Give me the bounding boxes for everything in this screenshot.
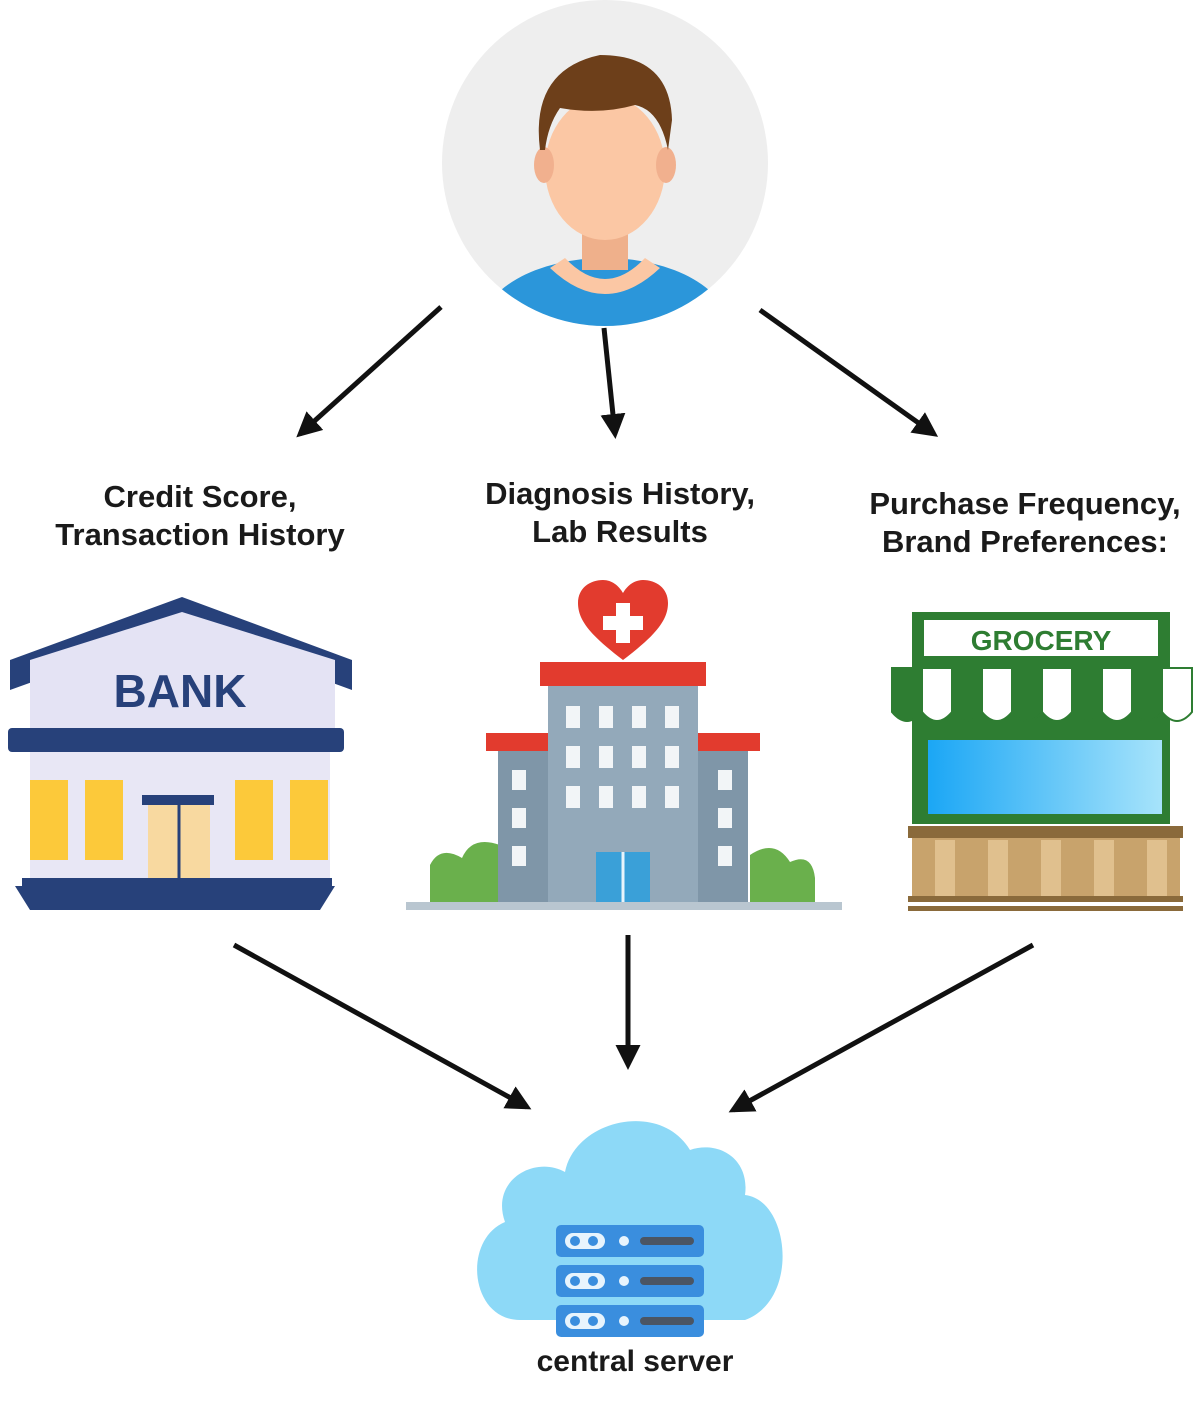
- grocery-store-icon: GROCERY: [891, 612, 1193, 911]
- grocery-caption-line-2: Brand Preferences:: [881, 524, 1168, 559]
- cloud-server-icon: [477, 1121, 783, 1337]
- bank-caption-line-1: Credit Score,: [103, 479, 297, 514]
- person-avatar: [442, 0, 768, 326]
- hospital-caption: Diagnosis History, Lab Results: [430, 475, 810, 551]
- hospital-caption-line-2: Lab Results: [532, 514, 708, 549]
- bank-caption: Credit Score, Transaction History: [20, 478, 380, 554]
- grocery-sign-text: GROCERY: [971, 625, 1112, 656]
- arrow-person-to-hospital: [600, 327, 626, 439]
- grocery-caption: Purchase Frequency, Brand Preferences:: [840, 485, 1200, 561]
- arrow-person-to-bank: [296, 305, 443, 438]
- bank-sign-text: BANK: [114, 665, 247, 717]
- server-caption: central server: [536, 1345, 734, 1378]
- arrow-bank-to-server: [232, 942, 532, 1110]
- grocery-caption-line-1: Purchase Frequency,: [869, 486, 1181, 521]
- hospital-building-icon: [406, 580, 842, 910]
- bank-caption-line-2: Transaction History: [55, 517, 345, 552]
- arrow-person-to-grocery: [758, 307, 939, 437]
- arrows-from-person: [296, 305, 939, 439]
- arrows-to-server: [232, 935, 1035, 1113]
- arrow-grocery-to-server: [728, 942, 1035, 1113]
- bank-building-icon: BANK: [8, 597, 352, 910]
- hospital-caption-line-1: Diagnosis History,: [485, 476, 755, 511]
